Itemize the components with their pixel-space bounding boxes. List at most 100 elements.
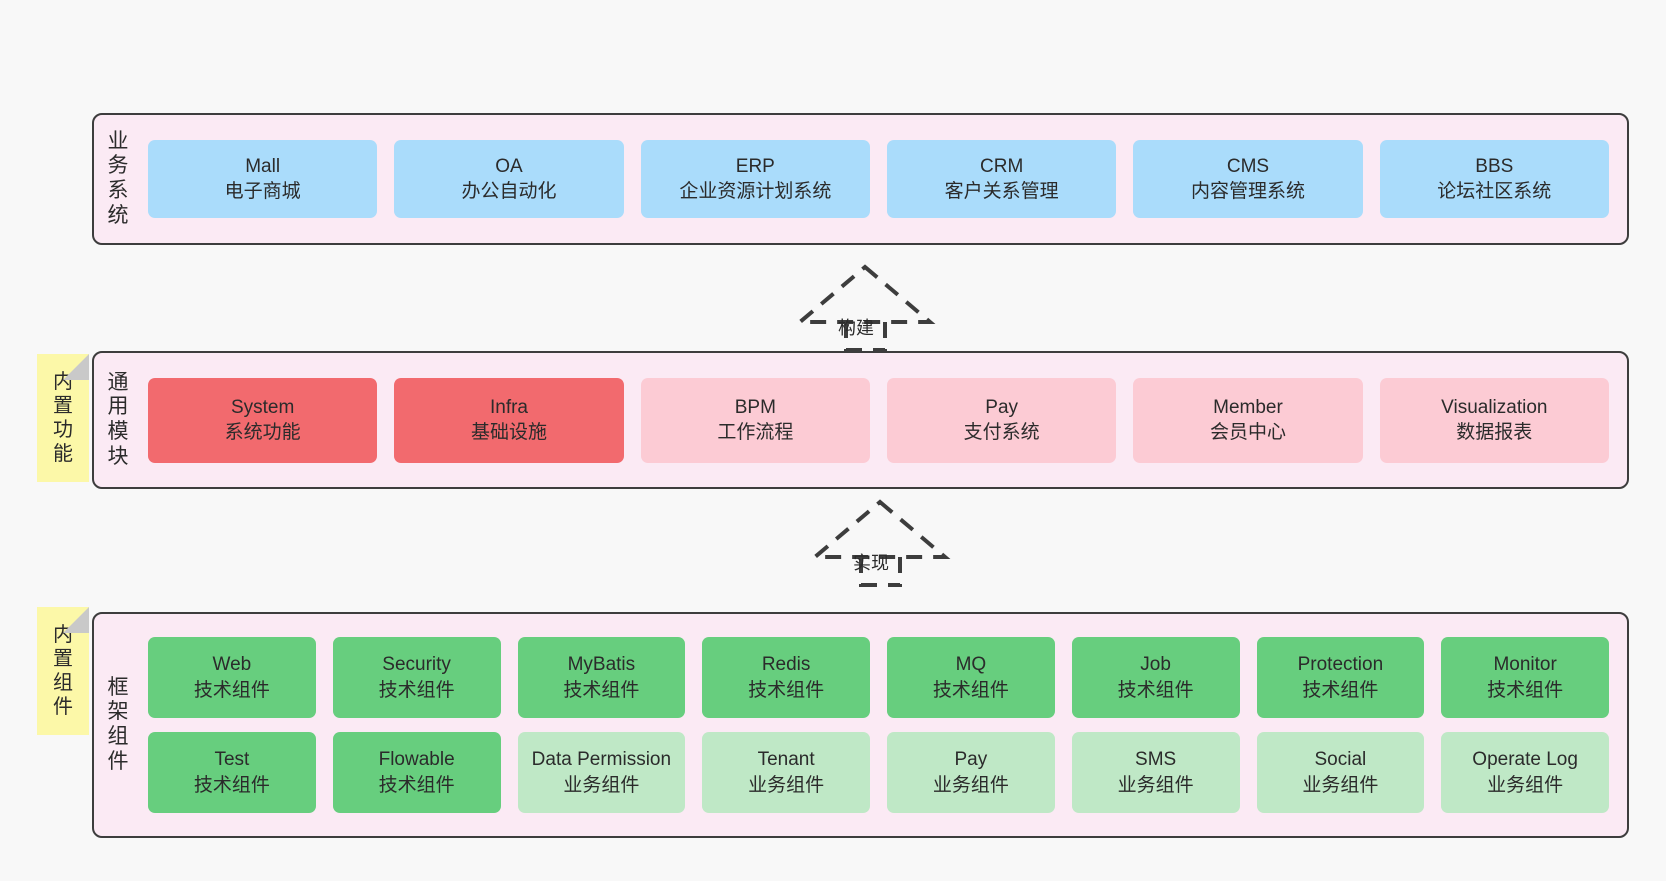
card-subtitle: 技术组件: [1487, 679, 1564, 701]
card-subtitle: 工作流程: [717, 422, 794, 443]
card-title: OA: [495, 155, 523, 177]
card-subtitle: 电子商城: [224, 181, 301, 202]
card-title: Tenant: [757, 749, 815, 771]
card-flowable[interactable]: Flowable 技术组件: [332, 732, 501, 813]
card-subtitle: 客户关系管理: [944, 181, 1059, 202]
card-subtitle: 技术组件: [1117, 679, 1194, 701]
layer-title-char: 业: [107, 129, 129, 153]
sticky-note-char: 置: [53, 648, 73, 670]
card-title: MyBatis: [567, 654, 636, 676]
layer-title-char: 务: [107, 154, 129, 178]
card-title: CRM: [980, 155, 1024, 177]
sticky-note-char: 组: [53, 672, 73, 694]
layer-title-char: 统: [107, 203, 129, 227]
layer-body-framework-components: Web 技术组件 Security 技术组件 MyBatis 技术组件 Redi…: [142, 614, 1627, 836]
sticky-note-char: 内: [53, 371, 73, 393]
sticky-note-builtin-features: 内 置 功 能: [37, 354, 89, 482]
card-title: Redis: [761, 654, 811, 676]
card-title: Mall: [245, 155, 281, 177]
card-bbs[interactable]: BBS 论坛社区系统: [1379, 140, 1609, 218]
card-subtitle: 业务组件: [1302, 774, 1379, 796]
layer-title-char: 框: [107, 675, 129, 699]
card-title: ERP: [735, 155, 775, 177]
layer-title-business-systems: 业 务 系 统: [94, 115, 142, 243]
connector-build-label: 构建: [838, 318, 874, 338]
card-subtitle: 数据报表: [1456, 422, 1533, 443]
connector-implement-label: 实现: [853, 553, 889, 573]
card-subtitle: 支付系统: [963, 422, 1040, 443]
card-oa[interactable]: OA 办公自动化: [394, 140, 624, 218]
card-pay-component[interactable]: Pay 业务组件: [887, 732, 1055, 813]
card-erp[interactable]: ERP 企业资源计划系统: [640, 140, 870, 218]
layer-title-char: 件: [107, 749, 129, 773]
card-title: Social: [1314, 749, 1367, 771]
card-mybatis[interactable]: MyBatis 技术组件: [517, 637, 686, 718]
card-crm[interactable]: CRM 客户关系管理: [886, 140, 1117, 218]
card-monitor[interactable]: Monitor 技术组件: [1441, 637, 1609, 718]
card-subtitle: 业务组件: [1117, 774, 1194, 796]
card-subtitle: 会员中心: [1209, 422, 1286, 443]
card-subtitle: 业务组件: [1487, 774, 1564, 796]
card-bpm[interactable]: BPM 工作流程: [640, 377, 870, 463]
card-data-permission[interactable]: Data Permission 业务组件: [517, 732, 686, 813]
card-title: Infra: [489, 396, 528, 418]
card-subtitle: 技术组件: [1302, 679, 1379, 701]
sticky-note-char: 能: [53, 443, 73, 465]
card-system[interactable]: System 系统功能: [148, 377, 378, 463]
sticky-note-char: 置: [53, 395, 73, 417]
card-row-business: Test 技术组件 Flowable 技术组件 Data Permission …: [148, 732, 1609, 813]
card-cms[interactable]: CMS 内容管理系统: [1133, 140, 1363, 218]
card-social[interactable]: Social 业务组件: [1256, 732, 1425, 813]
card-title: SMS: [1135, 749, 1177, 771]
card-title: Web: [212, 654, 252, 676]
layer-body-common-modules: System 系统功能 Infra 基础设施 BPM 工作流程 Pay 支付系统…: [142, 353, 1627, 487]
card-title: Test: [214, 749, 250, 771]
layer-business-systems: 业 务 系 统 Mall 电子商城 OA 办公自动化 ERP 企业资源计划系统: [92, 113, 1629, 245]
card-title: CMS: [1226, 155, 1270, 177]
card-title: Protection: [1297, 654, 1384, 676]
card-row-technical: Web 技术组件 Security 技术组件 MyBatis 技术组件 Redi…: [148, 637, 1609, 718]
sticky-note-char: 件: [53, 696, 73, 718]
card-subtitle: 技术组件: [193, 774, 270, 796]
layer-title-char: 架: [107, 700, 129, 724]
layer-framework-components: 框 架 组 件 Web 技术组件 Security 技术组件 MyBatis 技…: [92, 612, 1629, 838]
card-subtitle: 技术组件: [563, 679, 640, 701]
card-row: System 系统功能 Infra 基础设施 BPM 工作流程 Pay 支付系统…: [148, 377, 1609, 463]
card-title: BPM: [734, 396, 776, 418]
card-subtitle: 论坛社区系统: [1437, 181, 1552, 202]
connector-build: 构建: [790, 262, 940, 352]
card-subtitle: 业务组件: [932, 774, 1009, 796]
card-job[interactable]: Job 技术组件: [1071, 637, 1240, 718]
card-member[interactable]: Member 会员中心: [1133, 377, 1363, 463]
layer-title-framework-components: 框 架 组 件: [94, 614, 142, 836]
connector-implement-arrow: [809, 499, 951, 587]
layer-title-char: 系: [107, 179, 129, 202]
card-tenant[interactable]: Tenant 业务组件: [702, 732, 870, 813]
card-redis[interactable]: Redis 技术组件: [702, 637, 870, 718]
layer-title-char: 组: [107, 725, 129, 748]
card-subtitle: 技术组件: [932, 679, 1009, 701]
card-visualization[interactable]: Visualization 数据报表: [1379, 377, 1609, 463]
card-title: Visualization: [1441, 396, 1548, 418]
card-subtitle: 技术组件: [193, 679, 270, 701]
card-title: Member: [1213, 396, 1283, 418]
card-operate-log[interactable]: Operate Log 业务组件: [1441, 732, 1609, 813]
card-mq[interactable]: MQ 技术组件: [887, 637, 1055, 718]
card-protection[interactable]: Protection 技术组件: [1256, 637, 1425, 718]
card-infra[interactable]: Infra 基础设施: [394, 377, 624, 463]
layer-common-modules: 通 用 模 块 System 系统功能 Infra 基础设施 BPM 工作流程: [92, 351, 1629, 489]
card-security[interactable]: Security 技术组件: [332, 637, 501, 718]
card-title: Flowable: [378, 749, 455, 771]
layer-title-char: 通: [107, 370, 129, 394]
card-test[interactable]: Test 技术组件: [148, 732, 316, 813]
card-subtitle: 技术组件: [378, 774, 455, 796]
card-mall[interactable]: Mall 电子商城: [148, 140, 378, 218]
layer-title-char: 块: [107, 444, 129, 468]
card-title: Operate Log: [1472, 749, 1578, 771]
card-web[interactable]: Web 技术组件: [148, 637, 316, 718]
card-title: BBS: [1475, 155, 1514, 177]
card-pay[interactable]: Pay 支付系统: [886, 377, 1117, 463]
card-sms[interactable]: SMS 业务组件: [1071, 732, 1240, 813]
card-subtitle: 基础设施: [470, 422, 547, 443]
